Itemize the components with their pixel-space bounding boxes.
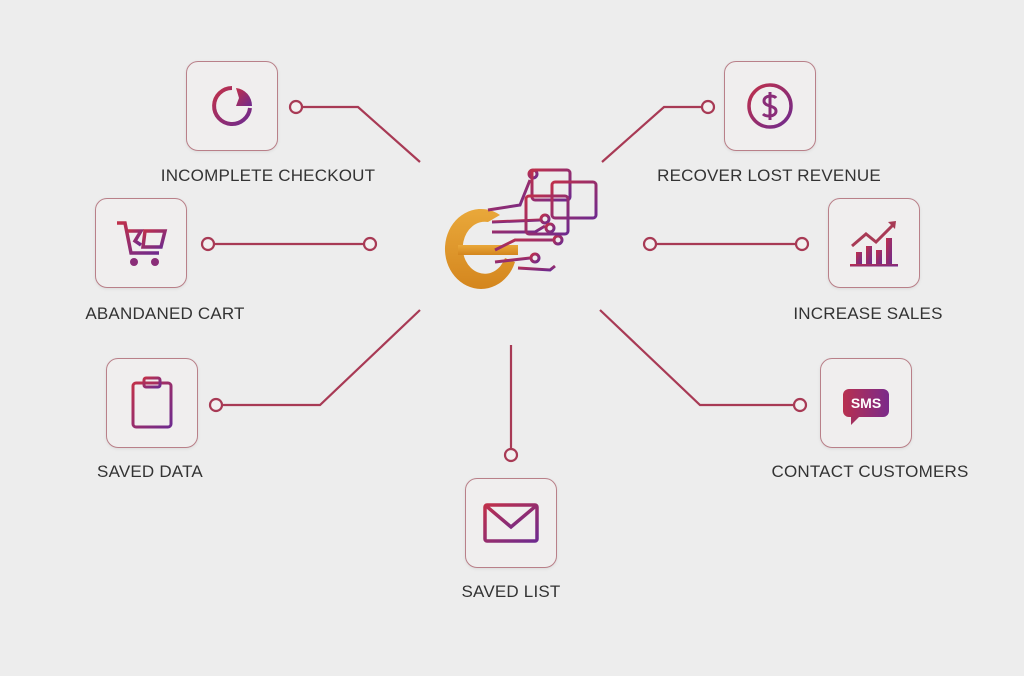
connector-incomplete-checkout (302, 105, 421, 163)
growth-chart-icon (850, 221, 898, 267)
incomplete-checkout-label: INCOMPLETE CHECKOUT (160, 166, 376, 185)
saved-data-label: SAVED DATA (97, 462, 203, 481)
logo-e-icon (444, 168, 598, 289)
sms-icon: SMS (842, 389, 890, 425)
abandoned-cart-card[interactable] (95, 198, 187, 288)
broken-cart-icon (117, 221, 168, 266)
dollar-icon (747, 83, 793, 129)
abandoned-cart-label: ABANDANED CART (85, 304, 245, 323)
incomplete-checkout-card[interactable] (186, 61, 278, 151)
recover-lost-revenue-label: RECOVER LOST REVENUE (657, 166, 881, 185)
connector-recover-revenue (601, 105, 702, 163)
increase-sales-label: INCREASE SALES (793, 304, 943, 323)
clipboard-icon (131, 376, 173, 429)
connector-saved-data (222, 309, 421, 407)
envelope-icon (483, 503, 539, 543)
increase-sales-card[interactable] (828, 198, 920, 288)
contact-customers-label: CONTACT CUSTOMERS (771, 462, 969, 481)
recover-lost-revenue-card[interactable] (724, 61, 816, 151)
pie-timer-icon (212, 86, 253, 126)
connector-contact-customers (599, 309, 794, 407)
contact-customers-card[interactable]: SMS (820, 358, 912, 448)
saved-list-label: SAVED LIST (461, 582, 561, 601)
saved-list-card[interactable] (465, 478, 557, 568)
saved-data-card[interactable] (106, 358, 198, 448)
